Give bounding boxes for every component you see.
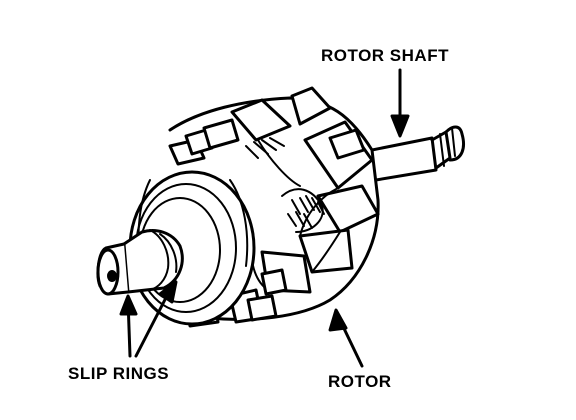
label-rotor-shaft: ROTOR SHAFT xyxy=(321,46,449,65)
label-slip-rings: SLIP RINGS xyxy=(68,364,170,383)
leader-lines xyxy=(119,68,410,368)
rotor-shaft xyxy=(360,125,465,184)
shaft-end xyxy=(96,242,130,296)
slip-rings xyxy=(122,229,184,294)
label-rotor: ROTOR xyxy=(328,372,392,391)
